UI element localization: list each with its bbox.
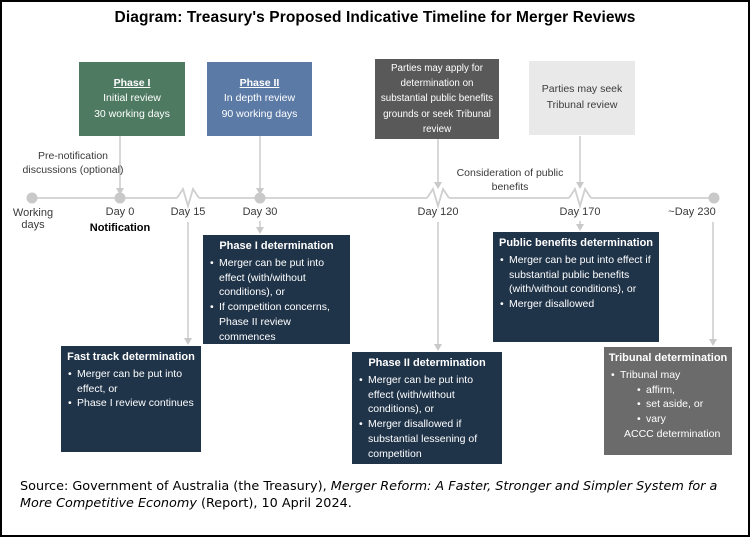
source-report-title: Merger Reform: A Faster, Stronger and Si… — [20, 479, 718, 511]
phase2-box-line2: In depth review — [223, 92, 296, 105]
phase2-determination-title: Phase II determination — [368, 357, 486, 369]
bullet-icon: • — [68, 367, 72, 380]
break-marker-day15 — [176, 186, 200, 210]
fast-track-determination-box: Fast track determination • Merger can be… — [61, 346, 201, 452]
bullet-icon: • — [637, 398, 641, 411]
connector-day230-to-tribunal — [709, 222, 717, 346]
tribunal-sub-bullet-1: • affirm, — [633, 383, 729, 398]
axis-label-day230: ~Day 230 — [668, 206, 716, 218]
phase2-box: Phase II In depth review 90 working days — [207, 62, 312, 136]
connector-day30-to-phase1-det — [256, 221, 264, 234]
timeline-dot-day0 — [114, 192, 126, 204]
tribunal-sub-bullet-2: • set aside, or — [633, 397, 729, 412]
tribunal-footer: ACCC determination — [624, 428, 721, 441]
source-prefix: Source: Government of Australia (the Tre… — [20, 479, 331, 494]
phase2-determination-bullet-1: • Merger can be put into effect (with/wi… — [355, 373, 499, 418]
connector-phase2-to-day30 — [256, 136, 264, 195]
phase1-determination-bullet-2: • If competition concerns, Phase II revi… — [206, 300, 347, 345]
bullet-icon: • — [637, 413, 641, 426]
bullet-icon: • — [359, 373, 363, 386]
fast-track-bullet-2: • Phase I review continues — [64, 396, 198, 411]
tribunal-determination-title: Tribunal determination — [608, 352, 728, 364]
phase1-box-line2: Initial review — [103, 92, 161, 105]
public-benefits-bullet-2: • Merger disallowed — [496, 297, 656, 312]
pre-notification-note: Pre-notification discussions (optional) — [22, 150, 124, 177]
tribunal-seek-text: Parties may seek Tribunal review — [541, 83, 623, 111]
axis-label-working-days: Working days — [12, 207, 54, 231]
public-benefits-bullet-1: • Merger can be put into effect if subst… — [496, 253, 656, 298]
connector-day15-to-fast-track — [184, 222, 192, 345]
axis-label-day120: Day 120 — [417, 206, 459, 218]
consideration-note: Consideration of public benefits — [456, 167, 564, 194]
axis-label-day30: Day 30 — [242, 206, 278, 218]
public-benefits-determination-title: Public benefits determination — [498, 237, 654, 249]
source-citation: Source: Government of Australia (the Tre… — [20, 479, 726, 513]
axis-label-day170: Day 170 — [559, 206, 601, 218]
phase2-box-title: Phase II — [239, 77, 280, 90]
source-suffix: (Report), 10 April 2024. — [196, 495, 352, 511]
phase2-determination-box: Phase II determination • Merger can be p… — [352, 352, 502, 464]
timeline-dot-start — [26, 192, 38, 204]
phase1-determination-bullet-1: • Merger can be put into effect (with/wi… — [206, 256, 347, 301]
bullet-icon: • — [359, 418, 363, 431]
connector-day170-to-public-benefits — [576, 221, 584, 231]
timeline-dot-day230 — [708, 192, 720, 204]
phase1-determination-box: Phase I determination • Merger can be pu… — [203, 235, 350, 344]
public-benefits-apply-text: Parties may apply for determination on s… — [380, 63, 494, 135]
phase1-box-title: Phase I — [113, 77, 151, 90]
axis-label-day0: Day 0 — [105, 206, 135, 218]
tribunal-seek-box: Parties may seek Tribunal review — [529, 61, 635, 135]
phase2-determination-bullet-2: • Merger disallowed if substantial lesse… — [355, 417, 499, 462]
bullet-icon: • — [210, 256, 214, 269]
phase1-box-line3: 30 working days — [94, 107, 170, 120]
bullet-icon: • — [210, 301, 214, 314]
bullet-icon: • — [611, 368, 615, 381]
diagram-title: Diagram: Treasury's Proposed Indicative … — [114, 9, 636, 26]
bullet-icon: • — [500, 298, 504, 311]
bullet-icon: • — [500, 253, 504, 266]
tribunal-sub-bullet-3: • vary — [633, 412, 729, 427]
phase1-determination-title: Phase I determination — [219, 240, 334, 252]
connector-phase1-to-day0 — [116, 136, 124, 195]
connector-apply-to-day120 — [434, 139, 442, 189]
timeline-dot-day30 — [254, 192, 266, 204]
phase2-box-line3: 90 working days — [221, 107, 298, 120]
public-benefits-determination-box: Public benefits determination • Merger c… — [493, 232, 659, 342]
axis-label-day15: Day 15 — [170, 206, 206, 218]
tribunal-lead-bullet: • Tribunal may — [607, 368, 729, 383]
break-marker-day170 — [568, 186, 592, 210]
fast-track-determination-title: Fast track determination — [67, 351, 195, 363]
connector-seek-to-day170 — [576, 136, 584, 189]
axis-label-notification: Notification — [89, 222, 151, 234]
connector-day120-to-phase2-det — [434, 222, 442, 351]
bullet-icon: • — [68, 397, 72, 410]
break-marker-day120 — [426, 186, 450, 210]
phase1-box: Phase I Initial review 30 working days — [79, 62, 185, 136]
fast-track-bullet-1: • Merger can be put into effect, or — [64, 367, 198, 397]
tribunal-determination-box: Tribunal determination • Tribunal may • … — [604, 347, 732, 455]
public-benefits-apply-box: Parties may apply for determination on s… — [375, 59, 499, 139]
bullet-icon: • — [637, 383, 641, 396]
